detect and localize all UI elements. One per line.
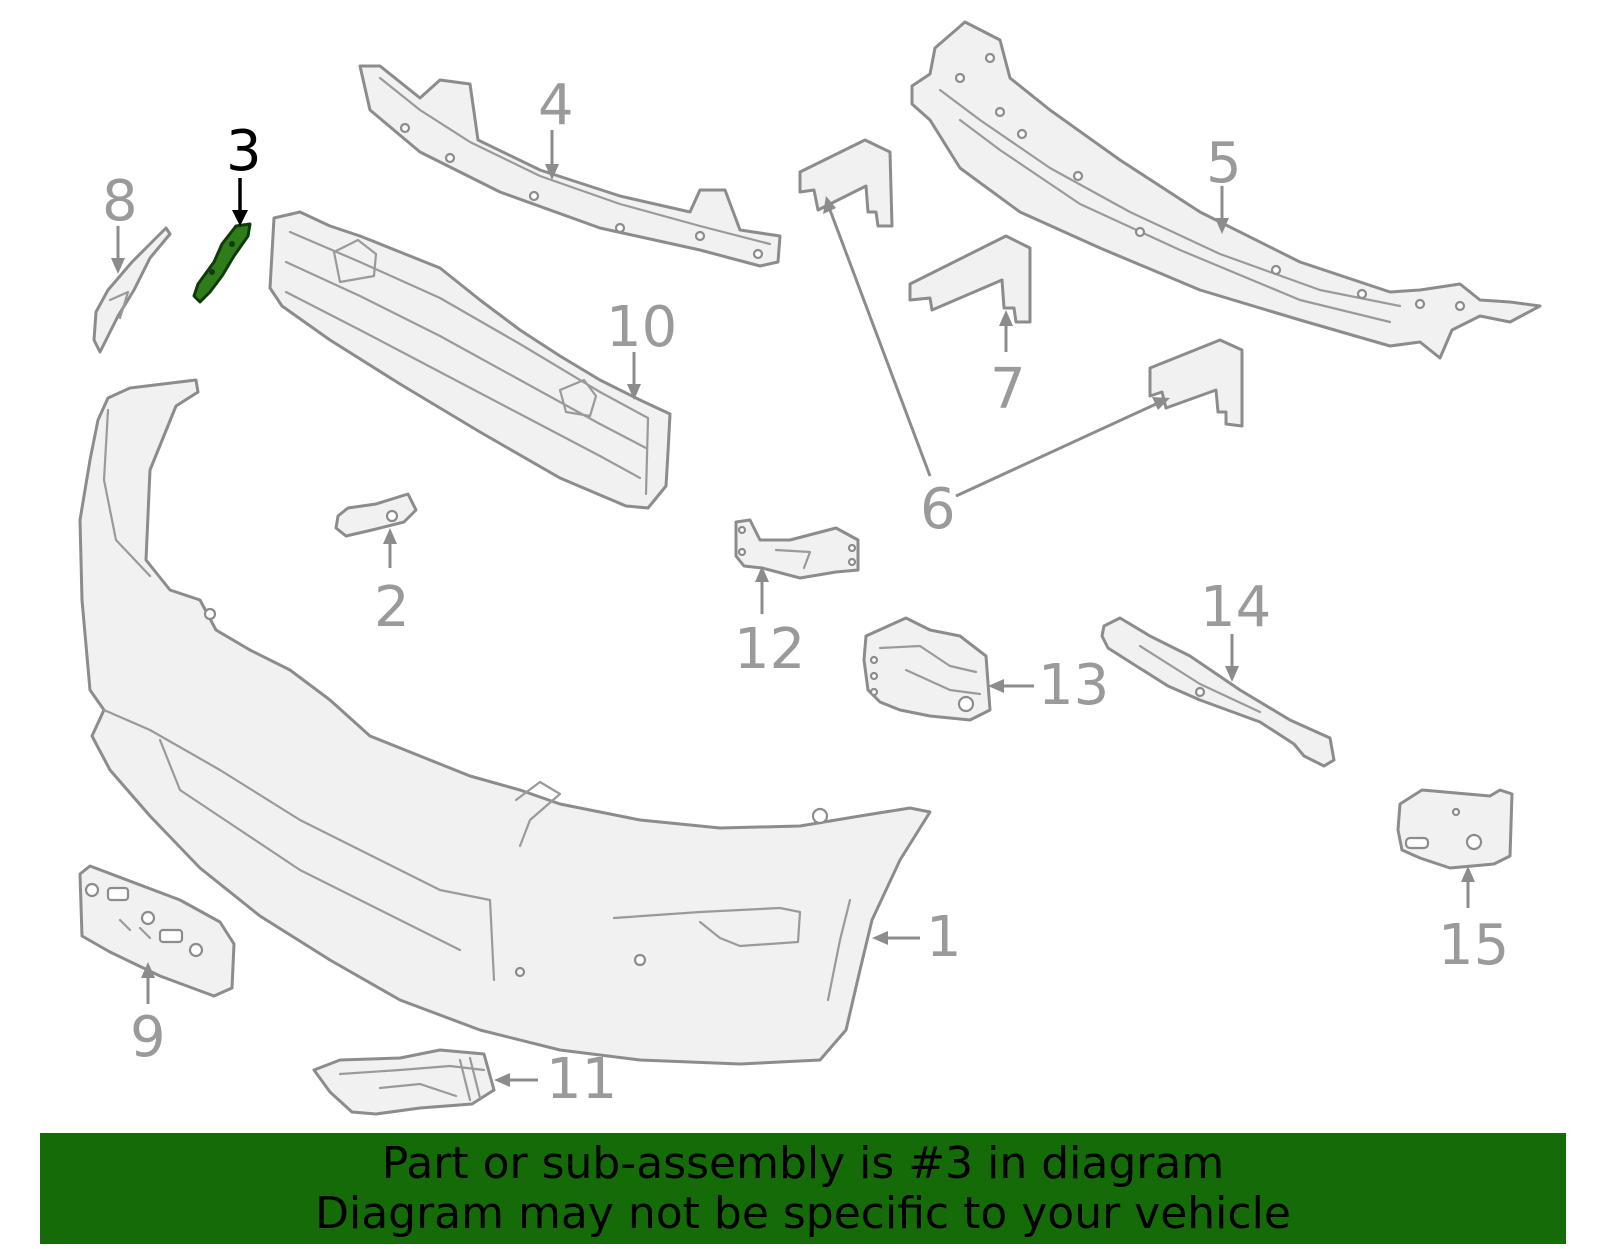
callout-7: 7 xyxy=(990,357,1026,422)
callout-arrows xyxy=(111,130,1475,1087)
callout-13: 13 xyxy=(1038,653,1109,718)
part-8-side-bracket xyxy=(92,226,172,354)
callout-2: 2 xyxy=(374,575,410,640)
callout-6: 6 xyxy=(920,477,956,542)
callout-14: 14 xyxy=(1200,575,1271,640)
part-9-plate xyxy=(78,864,236,998)
part-10-grille xyxy=(268,210,672,510)
part-7-bracket xyxy=(908,234,1032,324)
callout-10: 10 xyxy=(606,295,677,360)
callout-4: 4 xyxy=(538,73,574,138)
banner-line-2: Diagram may not be specific to your vehi… xyxy=(315,1187,1291,1239)
callout-8: 8 xyxy=(102,169,138,234)
part-3-bracket-highlighted xyxy=(192,222,252,304)
callout-1: 1 xyxy=(926,905,962,970)
callout-5: 5 xyxy=(1206,131,1242,196)
part-14-absorber xyxy=(1100,616,1336,768)
part-6-bracket-lower xyxy=(1148,338,1244,428)
part-12-bracket xyxy=(734,518,860,580)
part-2-clip xyxy=(334,492,418,538)
part-6-bracket-upper xyxy=(798,138,894,228)
part-15-bracket xyxy=(1396,788,1514,870)
banner-line-1: Part or sub-assembly is #3 in diagram xyxy=(381,1137,1225,1189)
callout-12: 12 xyxy=(734,617,805,682)
part-13-bracket xyxy=(862,616,992,722)
part-11-fog-cover xyxy=(312,1048,496,1116)
part-1-bumper-cover xyxy=(78,378,932,1066)
callout-9: 9 xyxy=(130,1005,166,1070)
callout-11: 11 xyxy=(546,1047,617,1112)
callout-labels: 3 4 5 8 10 7 6 2 12 13 14 1 15 9 11 xyxy=(102,73,1509,1112)
callout-15: 15 xyxy=(1438,913,1509,978)
callout-3: 3 xyxy=(226,119,262,184)
part-5-impact-bar xyxy=(910,20,1542,360)
info-banner: Part or sub-assembly is #3 in diagram Di… xyxy=(40,1133,1566,1244)
part-4-reinforcement xyxy=(358,64,782,268)
